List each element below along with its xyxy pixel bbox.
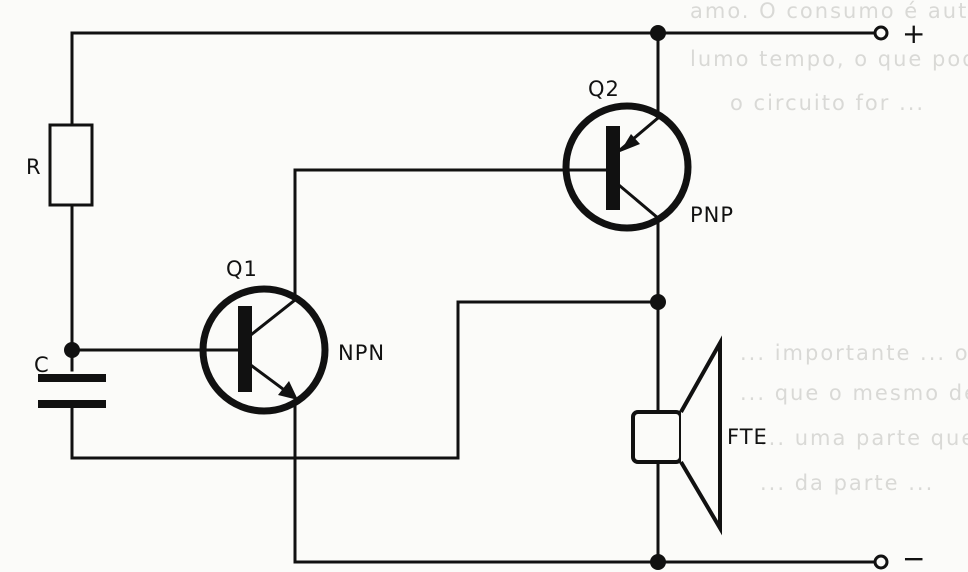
bleed-line-5: ... que o mesmo deve ser ... Alimentação… xyxy=(740,381,968,405)
q2-body xyxy=(562,102,692,232)
bleed-line-1: amo. O consumo é automático se o bitola … xyxy=(690,0,968,23)
q2-type-label: PNP xyxy=(690,203,734,227)
q1-body xyxy=(199,285,329,415)
q1-emitter-line xyxy=(249,363,286,392)
background-bleed-text: amo. O consumo é automático se o bitola … xyxy=(690,0,968,495)
bleed-line-6: ... uma parte que parte do circuito ... xyxy=(760,426,968,450)
q2-emitter-arrow-icon xyxy=(620,134,640,152)
resistor-r xyxy=(48,123,94,207)
negative-terminal xyxy=(873,554,889,570)
speaker-cone-icon xyxy=(679,335,722,536)
q2-collector-line xyxy=(617,183,661,221)
q2-label: Q2 xyxy=(588,77,620,101)
q1-base-bar xyxy=(238,306,252,392)
q1-type-label: NPN xyxy=(338,341,385,365)
q1-collector-line xyxy=(249,297,298,337)
positive-terminal xyxy=(873,25,889,41)
bleed-line-7: ... da parte ... xyxy=(760,471,934,495)
bleed-line-3: o circuito for ... xyxy=(730,91,925,115)
capacitor-label: C xyxy=(34,353,50,377)
speaker-magnet xyxy=(631,410,683,464)
output-junction-dot xyxy=(650,294,666,310)
q2-base-bar xyxy=(606,126,620,210)
negative-terminal-label: − xyxy=(902,542,925,572)
capacitor-plate-top xyxy=(38,374,106,382)
q1-emitter-arrow-icon xyxy=(278,381,298,400)
positive-terminal-label: + xyxy=(902,17,925,50)
q1-label: Q1 xyxy=(226,257,258,281)
bleed-line-2: lumo tempo, o que pode ser notado se qua… xyxy=(690,47,968,71)
capacitor-plate-bottom xyxy=(38,400,106,408)
speaker-label: FTE xyxy=(727,425,768,449)
resistor-label: R xyxy=(26,155,42,179)
positive-junction-dot xyxy=(650,25,666,41)
bleed-line-4: ... importante ... o mesmo deve ... xyxy=(740,341,968,365)
negative-junction-dot xyxy=(650,554,666,570)
